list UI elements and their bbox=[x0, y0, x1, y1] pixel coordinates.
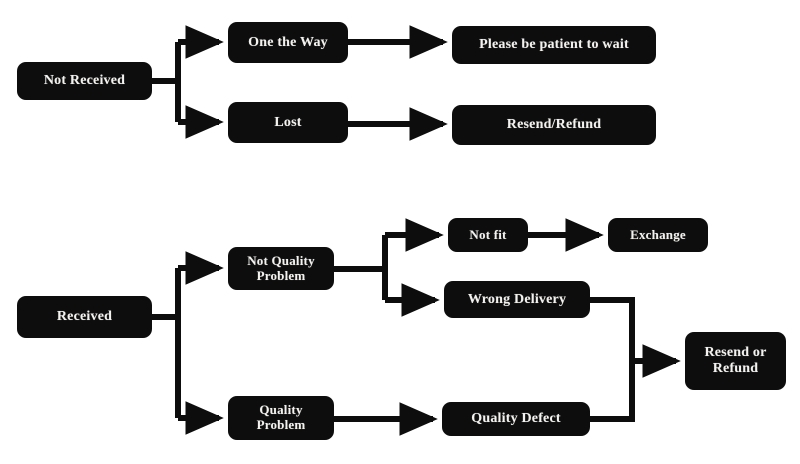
node-quality-defect[interactable]: Quality Defect bbox=[442, 402, 590, 436]
node-not-fit[interactable]: Not fit bbox=[448, 218, 528, 252]
node-lost[interactable]: Lost bbox=[228, 102, 348, 143]
node-wrong-delivery[interactable]: Wrong Delivery bbox=[444, 281, 590, 318]
node-not-received[interactable]: Not Received bbox=[17, 62, 152, 100]
node-resend-refund[interactable]: Resend/Refund bbox=[452, 105, 656, 145]
node-received[interactable]: Received bbox=[17, 296, 152, 338]
node-exchange[interactable]: Exchange bbox=[608, 218, 708, 252]
edge-wrong-delivery-to-merge bbox=[590, 297, 635, 361]
edge-quality-defect-to-merge bbox=[590, 361, 635, 422]
node-on-the-way[interactable]: One the Way bbox=[228, 22, 348, 63]
node-please-be-patient-to-wait[interactable]: Please be patient to wait bbox=[452, 26, 656, 64]
